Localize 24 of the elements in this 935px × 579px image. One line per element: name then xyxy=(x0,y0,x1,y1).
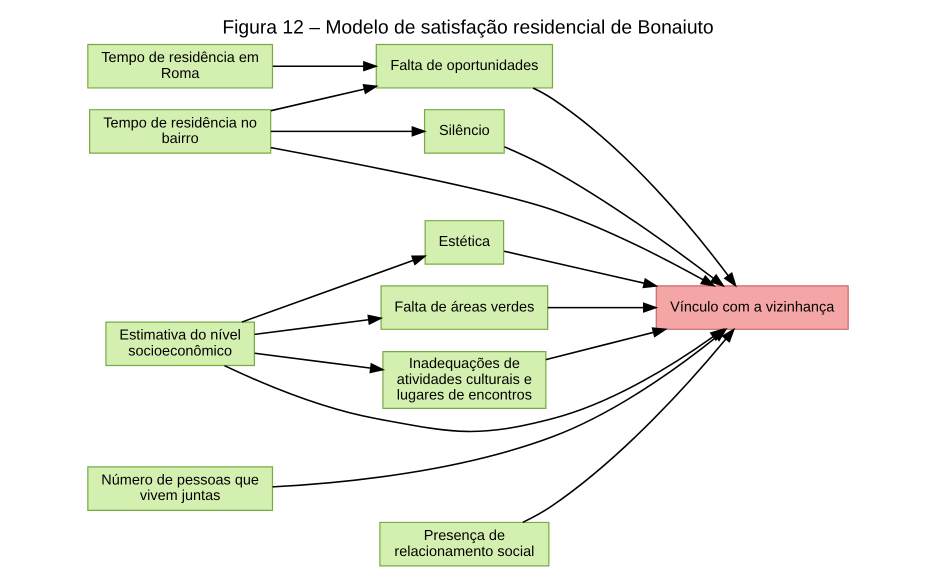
arrow xyxy=(270,126,426,137)
arrow xyxy=(241,255,427,323)
node-box: Falta de oportunidades xyxy=(375,44,553,89)
arrow xyxy=(504,146,725,288)
arrow xyxy=(532,87,736,288)
arrow xyxy=(272,60,378,72)
arrow xyxy=(545,327,668,360)
arrow xyxy=(254,352,385,374)
node-box: Estimativa do nível socioeconômico xyxy=(104,321,254,366)
node-box: Presença de relacionamento social xyxy=(378,522,549,566)
node-box: Estética xyxy=(424,220,504,265)
arrow xyxy=(254,314,383,336)
node-box: Tempo de residência em Roma xyxy=(86,44,273,89)
node-box: Vínculo com a vizinhança xyxy=(655,285,848,330)
node-box: Número de pessoas que vivem juntas xyxy=(86,466,273,511)
node-box: Inadequações de atividades culturais e lugares de encontros xyxy=(382,351,546,409)
diagram-title: Figura 12 – Modelo de satisfação residencial de Bonaiuto xyxy=(222,17,714,38)
arrow xyxy=(547,302,658,313)
arrow xyxy=(270,84,378,112)
node-box: Tempo de residência no bairro xyxy=(88,109,271,154)
node-box: Falta de áreas verdes xyxy=(380,285,548,330)
node-box: Silêncio xyxy=(423,109,504,154)
arrow xyxy=(503,250,658,288)
arrow xyxy=(270,146,716,287)
